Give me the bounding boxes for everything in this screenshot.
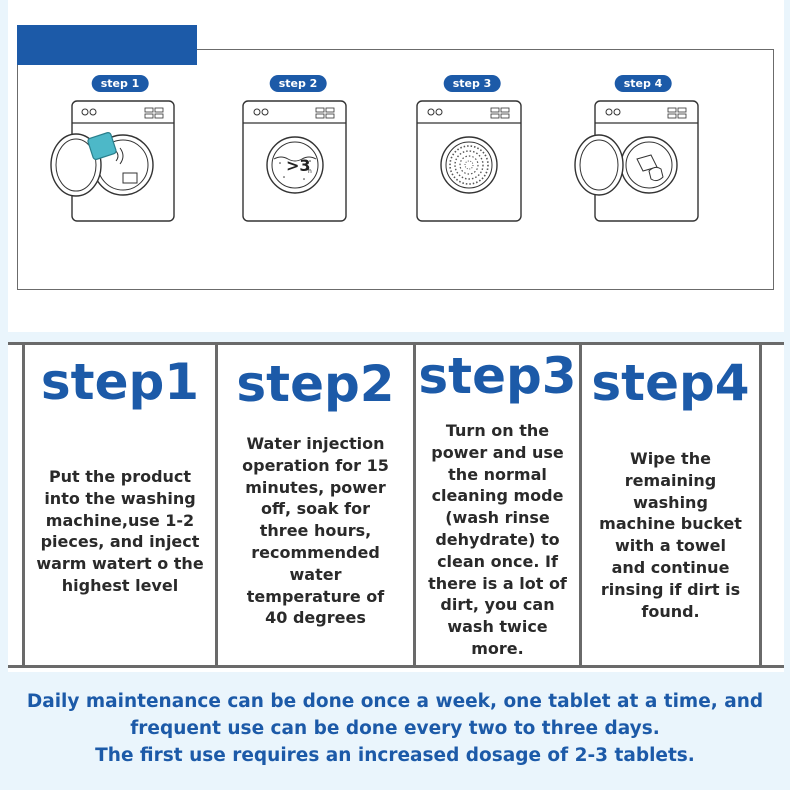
maintenance-note-line: Daily maintenance can be done once a wee… [26,691,764,712]
maintenance-note: Daily maintenance can be done once a wee… [0,688,790,769]
column-divider [22,342,25,668]
table-bottom-border [8,665,784,668]
step-description: Wipe the remaining washing machine bucke… [599,449,742,621]
illustration-step-3: step 3 [402,75,542,225]
step-title: step2 [236,355,395,413]
step-column-3: step3 Turn on the power and use the norm… [416,342,579,665]
timer-label: >3 [286,156,311,175]
table-top-border [8,342,784,345]
column-divider [759,342,762,668]
step-title: step3 [418,347,577,405]
step-pill: step 3 [443,75,501,92]
step-title: step4 [591,354,750,412]
illustration-step-1: step 1 [50,75,190,225]
timer-unit: h [308,168,312,175]
maintenance-note-line: The first use requires an increased dosa… [95,745,695,766]
washer-wipe-towel-icon [574,100,699,222]
step-description: Water injection operation for 15 minutes… [242,434,389,628]
column-divider [215,342,218,668]
step-pill: step 4 [614,75,672,92]
illustration-step-2: step 2 >3 h [228,75,368,225]
column-divider [413,342,416,668]
step-pill: step 1 [91,75,149,92]
maintenance-note-line: frequent use can be done every two to th… [130,718,660,739]
step-column-2: step2 Water injection operation for 15 m… [218,342,413,665]
step-pill: step 2 [269,75,327,92]
illustration-step-4: step 4 [573,75,713,225]
step-column-1: step1 Put the product into the washing m… [25,342,215,665]
step-column-4: step4 Wipe the remaining washing machine… [582,342,759,665]
washer-soak-timer-icon: >3 h [242,100,347,222]
washer-spinning-drum-icon [416,100,522,222]
steps-panel [8,342,784,672]
header-tab [17,25,197,65]
washer-open-door-tablet-icon [50,100,175,222]
step-title: step1 [40,353,200,411]
step-description: Turn on the power and use the normal cle… [428,421,567,658]
step-description: Put the product into the washing machine… [36,467,204,595]
column-divider [579,342,582,668]
